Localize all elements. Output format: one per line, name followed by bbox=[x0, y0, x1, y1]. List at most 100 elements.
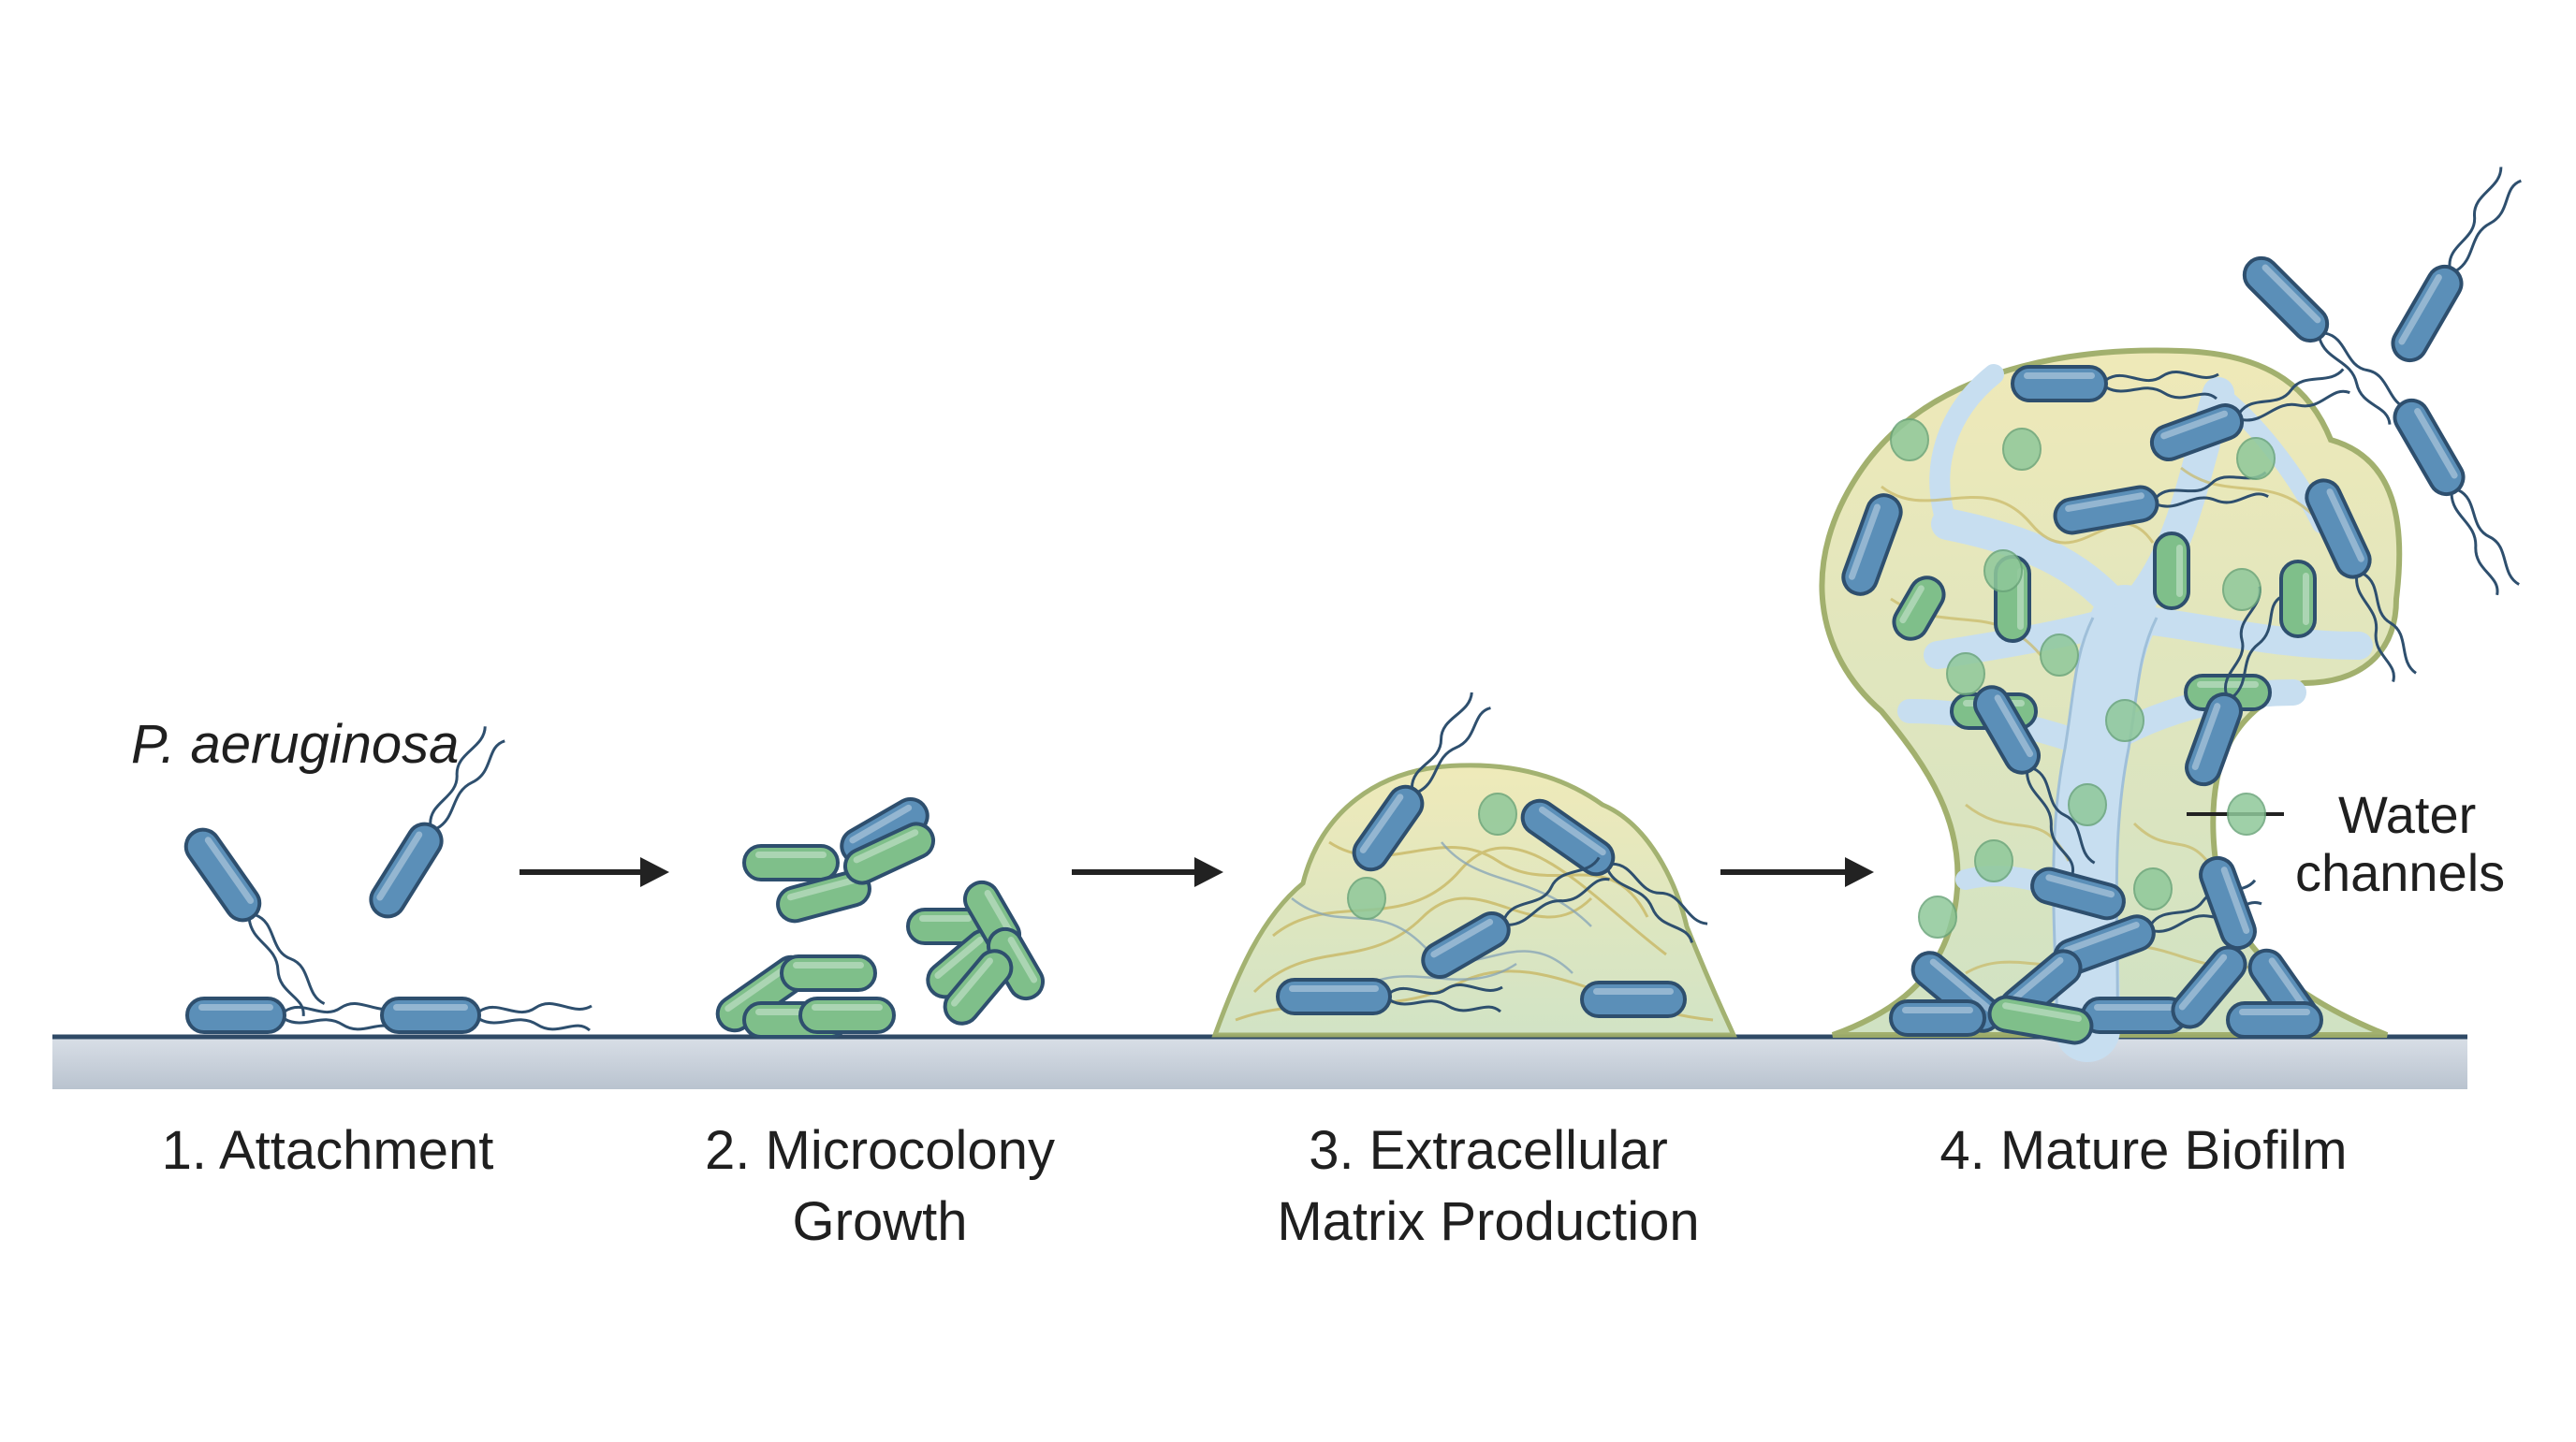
bacterium-highlight bbox=[984, 890, 1015, 937]
flagellum bbox=[2450, 488, 2521, 596]
bacterium-highlight bbox=[919, 915, 972, 922]
bacterium-highlight bbox=[2197, 681, 2259, 688]
flagellum bbox=[429, 726, 505, 830]
stage-label-mature: 4. Mature Biofilm bbox=[1863, 1115, 2424, 1187]
stage-label-microcolony-line1: 2. Microcolony bbox=[705, 1120, 1055, 1181]
matrix-spot bbox=[1946, 652, 1985, 695]
bacterium-body bbox=[2171, 945, 2247, 1029]
bacterium-highlight bbox=[812, 1004, 883, 1011]
flagellum bbox=[1606, 862, 1708, 943]
bacterium-highlight bbox=[786, 877, 856, 901]
stage-label-mature-line1: 4. Mature Biofilm bbox=[1939, 1120, 2348, 1181]
matrix-spot bbox=[2133, 867, 2173, 910]
matrix-spot bbox=[1478, 793, 1517, 836]
bacterium-body bbox=[943, 949, 1014, 1026]
bacterium-highlight bbox=[2414, 408, 2458, 479]
bacterium-highlight bbox=[1430, 918, 1494, 958]
bacterium-body bbox=[2081, 997, 2188, 1034]
bacterium-body bbox=[2011, 365, 2108, 402]
bacterium-highlight bbox=[2045, 874, 2115, 898]
matrix-spot bbox=[1983, 549, 2023, 592]
bacterium-highlight bbox=[793, 962, 864, 969]
matrix-spot bbox=[1347, 877, 1386, 920]
bacterium-body bbox=[2053, 485, 2159, 535]
bacterium-highlight bbox=[2261, 264, 2321, 324]
bacterium-body bbox=[2153, 532, 2190, 610]
bacterium bbox=[2305, 478, 2417, 682]
bacterium-body bbox=[780, 954, 877, 992]
bacterium bbox=[776, 869, 871, 924]
bacterium-highlight bbox=[2239, 1009, 2310, 1015]
bacterium-body bbox=[742, 844, 840, 881]
bacterium-body bbox=[2185, 692, 2243, 787]
bacterium-highlight bbox=[755, 852, 827, 858]
matrix-spot bbox=[1974, 839, 2013, 882]
bacterium bbox=[2153, 532, 2190, 610]
bacterium-highlight bbox=[1359, 794, 1404, 853]
water-channels-label-line1: Water bbox=[2338, 785, 2477, 844]
bacterium-body bbox=[2279, 560, 2317, 638]
flagellum bbox=[2355, 572, 2417, 682]
bacterium-body bbox=[1892, 575, 1946, 641]
flagellum bbox=[1410, 692, 1491, 794]
arrow-stage1-to-2 bbox=[520, 857, 669, 887]
bacterium-body bbox=[2393, 398, 2466, 497]
flagellum bbox=[284, 1001, 398, 1032]
flagellum bbox=[2105, 370, 2219, 401]
bacterium-highlight bbox=[1593, 988, 1674, 995]
bacterium-highlight bbox=[1899, 585, 1925, 624]
bacterium-body bbox=[1987, 995, 2094, 1045]
stage-label-attachment-line1: 1. Attachment bbox=[161, 1120, 494, 1181]
stage-label-matrix: 3. Extracellular Matrix Production bbox=[1208, 1115, 1769, 1258]
bacterium bbox=[780, 954, 877, 992]
bacterium-highlight bbox=[1539, 806, 1606, 856]
bacterium-body bbox=[183, 827, 262, 923]
water-channels-label-line2: channels bbox=[2295, 843, 2506, 902]
stage-label-microcolony-line2: Growth bbox=[792, 1191, 968, 1252]
bacterium bbox=[2226, 1001, 2323, 1039]
bacterium-highlight bbox=[204, 837, 255, 904]
flagellum bbox=[2238, 368, 2350, 422]
bacterium bbox=[2279, 560, 2317, 638]
bacterium-body bbox=[842, 822, 936, 885]
bacterium-highlight bbox=[2063, 922, 2140, 954]
bacterium bbox=[842, 822, 936, 885]
matrix-spot bbox=[2002, 428, 2042, 471]
matrix-spot bbox=[2068, 783, 2107, 826]
bacterium bbox=[1580, 981, 1687, 1018]
bacterium bbox=[2149, 368, 2350, 461]
bacterium-body bbox=[1352, 784, 1425, 872]
bacterium-highlight bbox=[2160, 410, 2229, 440]
bacterium-highlight bbox=[951, 957, 993, 1007]
flagellum bbox=[2448, 167, 2522, 272]
bacterium bbox=[1987, 995, 2094, 1045]
matrix-spot bbox=[1890, 418, 1929, 461]
bacterium bbox=[2171, 945, 2247, 1029]
bacterium-body bbox=[776, 869, 871, 924]
stage-label-matrix-line2: Matrix Production bbox=[1277, 1191, 1700, 1252]
bacterium bbox=[1892, 575, 1946, 641]
bacterium-body bbox=[369, 822, 444, 919]
bacterium-body bbox=[1580, 981, 1687, 1018]
bacterium bbox=[185, 997, 398, 1034]
water-channels-label: Water channels bbox=[2295, 786, 2567, 902]
bacterium-highlight bbox=[2191, 703, 2221, 771]
stage-label-matrix-line1: 3. Extracellular bbox=[1309, 1120, 1668, 1181]
matrix-spot bbox=[2236, 437, 2276, 480]
bacterium-highlight bbox=[2220, 867, 2250, 935]
bacterium bbox=[369, 726, 505, 919]
matrix-spots-layer bbox=[1347, 418, 2276, 939]
bacterium-body bbox=[2226, 1001, 2323, 1039]
bacterium-highlight bbox=[1289, 985, 1379, 992]
bacterium-highlight bbox=[1849, 503, 1881, 580]
bacterium bbox=[943, 949, 1014, 1026]
bacterium-highlight bbox=[198, 1004, 273, 1011]
bacterium-body bbox=[1276, 978, 1392, 1015]
bacterium bbox=[742, 844, 840, 881]
bacterium-highlight bbox=[2398, 274, 2442, 345]
bacterium bbox=[1973, 685, 2096, 874]
bacterium-highlight bbox=[2303, 573, 2309, 625]
bacterium-highlight bbox=[849, 804, 913, 844]
bacterium bbox=[380, 997, 593, 1034]
